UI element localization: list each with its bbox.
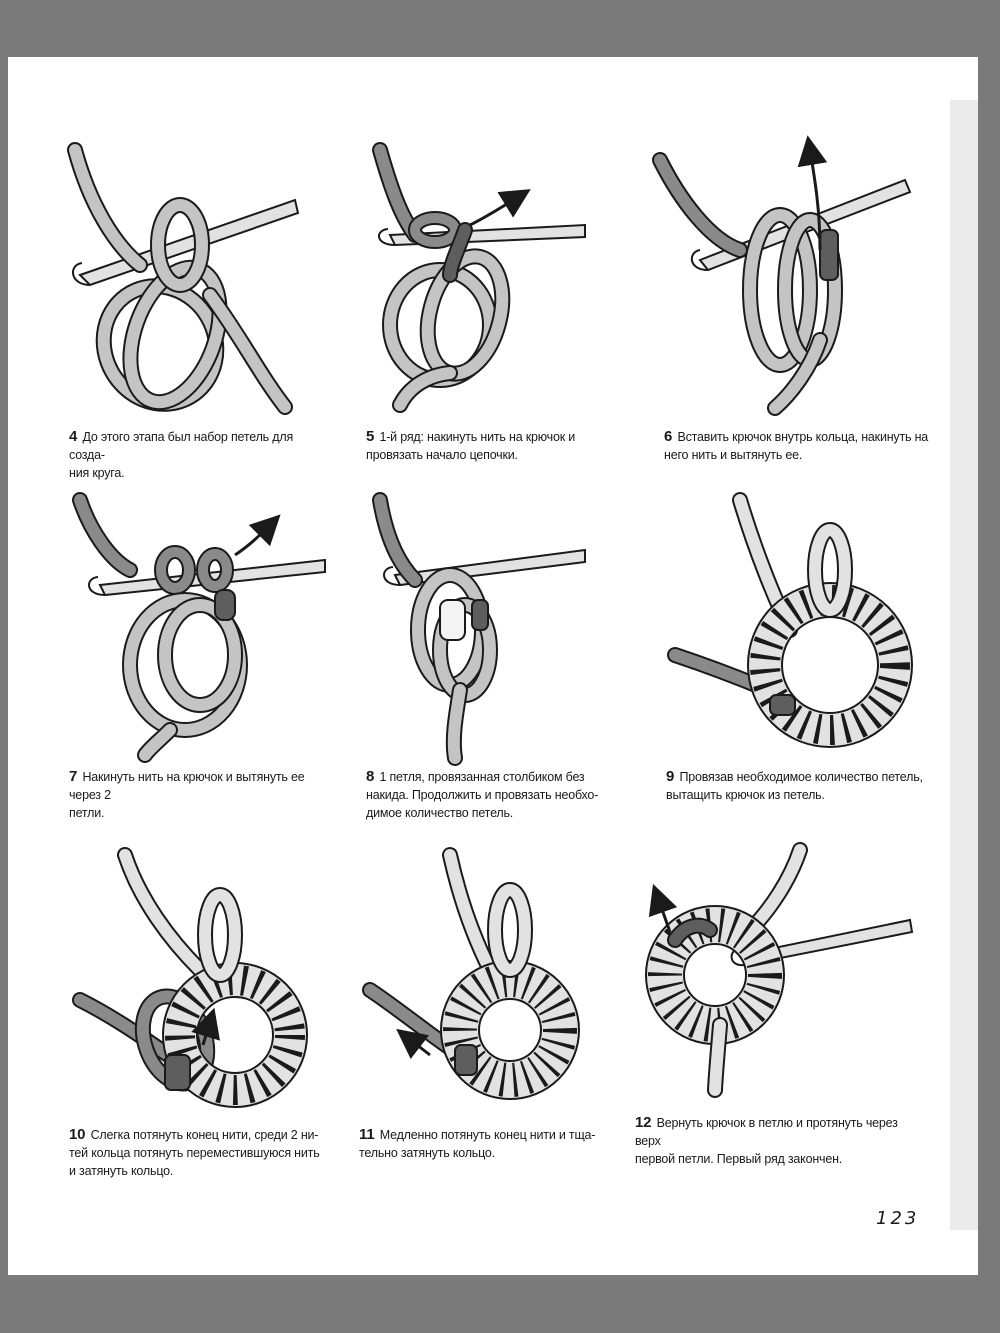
step-9-number: 9 [666, 768, 675, 785]
step-4-text: До этого этапа был набор петель для созд… [69, 430, 294, 462]
step-8-text-3: димое количество петель. [366, 806, 514, 820]
step-6-illustration [650, 135, 920, 420]
page-number: 123 [876, 1208, 920, 1229]
step-7-text-2: петли. [69, 806, 105, 820]
step-10-text-3: и затянуть кольцо. [69, 1164, 174, 1178]
step-9-illustration [665, 490, 925, 760]
step-5-illustration [370, 142, 600, 415]
step-4-text-2: ния круга. [69, 466, 125, 480]
step-12-number: 12 [635, 1114, 652, 1131]
step-8-text-2: накида. Продолжить и провязать необхо- [366, 788, 599, 802]
step-11-caption: 11 Медленно потянуть конец нити и тща- т… [359, 1126, 619, 1162]
step-11-text: Медленно потянуть конец нити и тща- [379, 1128, 596, 1142]
step-6-text: Вставить крючок внутрь кольца, накинуть … [677, 430, 929, 444]
step-9-text: Провязав необходимое количество петель, [679, 770, 923, 784]
step-10-illustration [70, 847, 320, 1125]
step-11-number: 11 [359, 1126, 375, 1143]
step-12-illustration [640, 842, 920, 1100]
step-10-text-2: тей кольца потянуть переместившуюся нить [69, 1146, 320, 1160]
step-10-number: 10 [69, 1126, 86, 1143]
step-4-number: 4 [69, 428, 78, 445]
step-7-number: 7 [69, 768, 78, 785]
step-4-caption: 4 До этого этапа был набор петель для со… [69, 428, 329, 482]
step-9-text-2: вытащить крючок из петель. [666, 788, 825, 802]
step-4-illustration [60, 142, 310, 415]
step-7-text: Накинуть нить на крючок и вытянуть ее че… [69, 770, 305, 802]
step-5-text-2: провязать начало цепочки. [366, 448, 518, 462]
step-7-caption: 7 Накинуть нить на крючок и вытянуть ее … [69, 768, 339, 822]
step-8-text: 1 петля, провязанная столбиком без [379, 770, 585, 784]
step-12-text: Вернуть крючок в петлю и протянуть через… [635, 1116, 898, 1148]
step-8-caption: 8 1 петля, провязанная столбиком без нак… [366, 768, 626, 822]
step-10-caption: 10 Слегка потянуть конец нити, среди 2 н… [69, 1126, 329, 1180]
step-12-caption: 12 Вернуть крючок в петлю и протянуть че… [635, 1114, 915, 1168]
step-8-number: 8 [366, 768, 375, 785]
step-6-caption: 6 Вставить крючок внутрь кольца, накинут… [664, 428, 934, 464]
step-5-text: 1-й ряд: накинуть нить на крючок и [379, 430, 576, 444]
step-11-text-2: тельно затянуть кольцо. [359, 1146, 495, 1160]
step-6-number: 6 [664, 428, 673, 445]
step-12-text-2: первой петли. Первый ряд закончен. [635, 1152, 843, 1166]
step-8-illustration [370, 490, 600, 766]
step-10-text: Слегка потянуть конец нити, среди 2 ни- [90, 1128, 319, 1142]
step-11-illustration [360, 847, 590, 1120]
step-6-text-2: него нить и вытянуть ее. [664, 448, 803, 462]
step-9-caption: 9 Провязав необходимое количество петель… [666, 768, 936, 804]
step-5-caption: 5 1-й ряд: накинуть нить на крючок и про… [366, 428, 626, 464]
page-edge [950, 100, 978, 1230]
step-7-illustration [70, 490, 330, 763]
step-5-number: 5 [366, 428, 375, 445]
